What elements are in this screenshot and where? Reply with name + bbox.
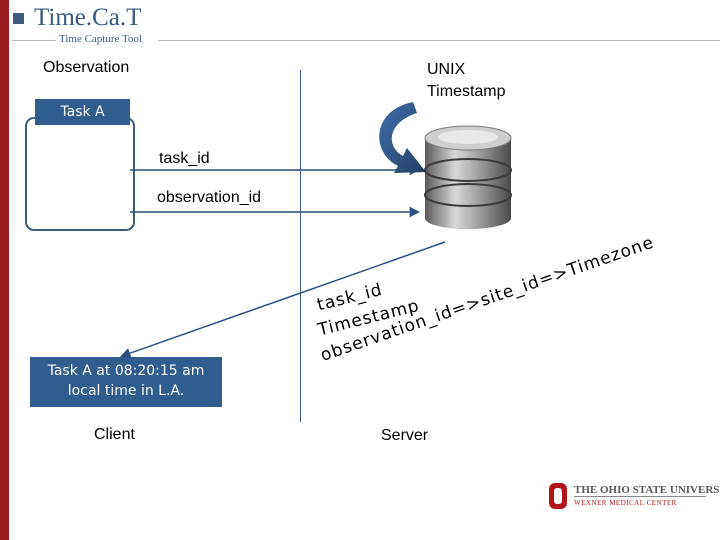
osu-logo: The Ohio State University Wexner Medical…	[548, 482, 720, 512]
curved-arrow-icon	[379, 102, 426, 173]
brand-title: Time.Ca.T	[34, 4, 142, 31]
client-server-divider	[300, 70, 301, 422]
observation-window	[25, 117, 135, 231]
observation-id-label: observation_id	[157, 189, 262, 206]
header-rule-left	[12, 40, 56, 41]
observation-label: Observation	[43, 59, 130, 76]
unix-label-line-2: Timestamp	[427, 83, 506, 100]
osu-logo-rule	[574, 496, 706, 497]
left-accent-bar	[0, 0, 9, 540]
client-note-line-2: local time in L.A.	[67, 383, 185, 399]
brand-subtitle: Time Capture Tool	[59, 33, 142, 45]
task-a-box: Task A	[35, 99, 130, 125]
client-note-line-1: Task A at 08:20:15 am	[47, 363, 205, 379]
client-note-box: Task A at 08:20:15 am local time in L.A.	[30, 357, 222, 407]
unix-label-line-1: UNIX	[427, 61, 466, 78]
response-arrow	[120, 241, 446, 359]
client-label: Client	[94, 426, 135, 443]
header-rule-right	[158, 40, 720, 41]
osu-block-o-logo	[549, 483, 567, 509]
task-id-label: task_id	[159, 150, 210, 167]
brand-square-icon	[13, 13, 24, 24]
server-label: Server	[381, 427, 429, 444]
osu-logo-line-1: The Ohio State University	[574, 484, 720, 496]
osu-logo-line-2: Wexner Medical Center	[574, 499, 677, 507]
database-icon	[424, 125, 512, 229]
